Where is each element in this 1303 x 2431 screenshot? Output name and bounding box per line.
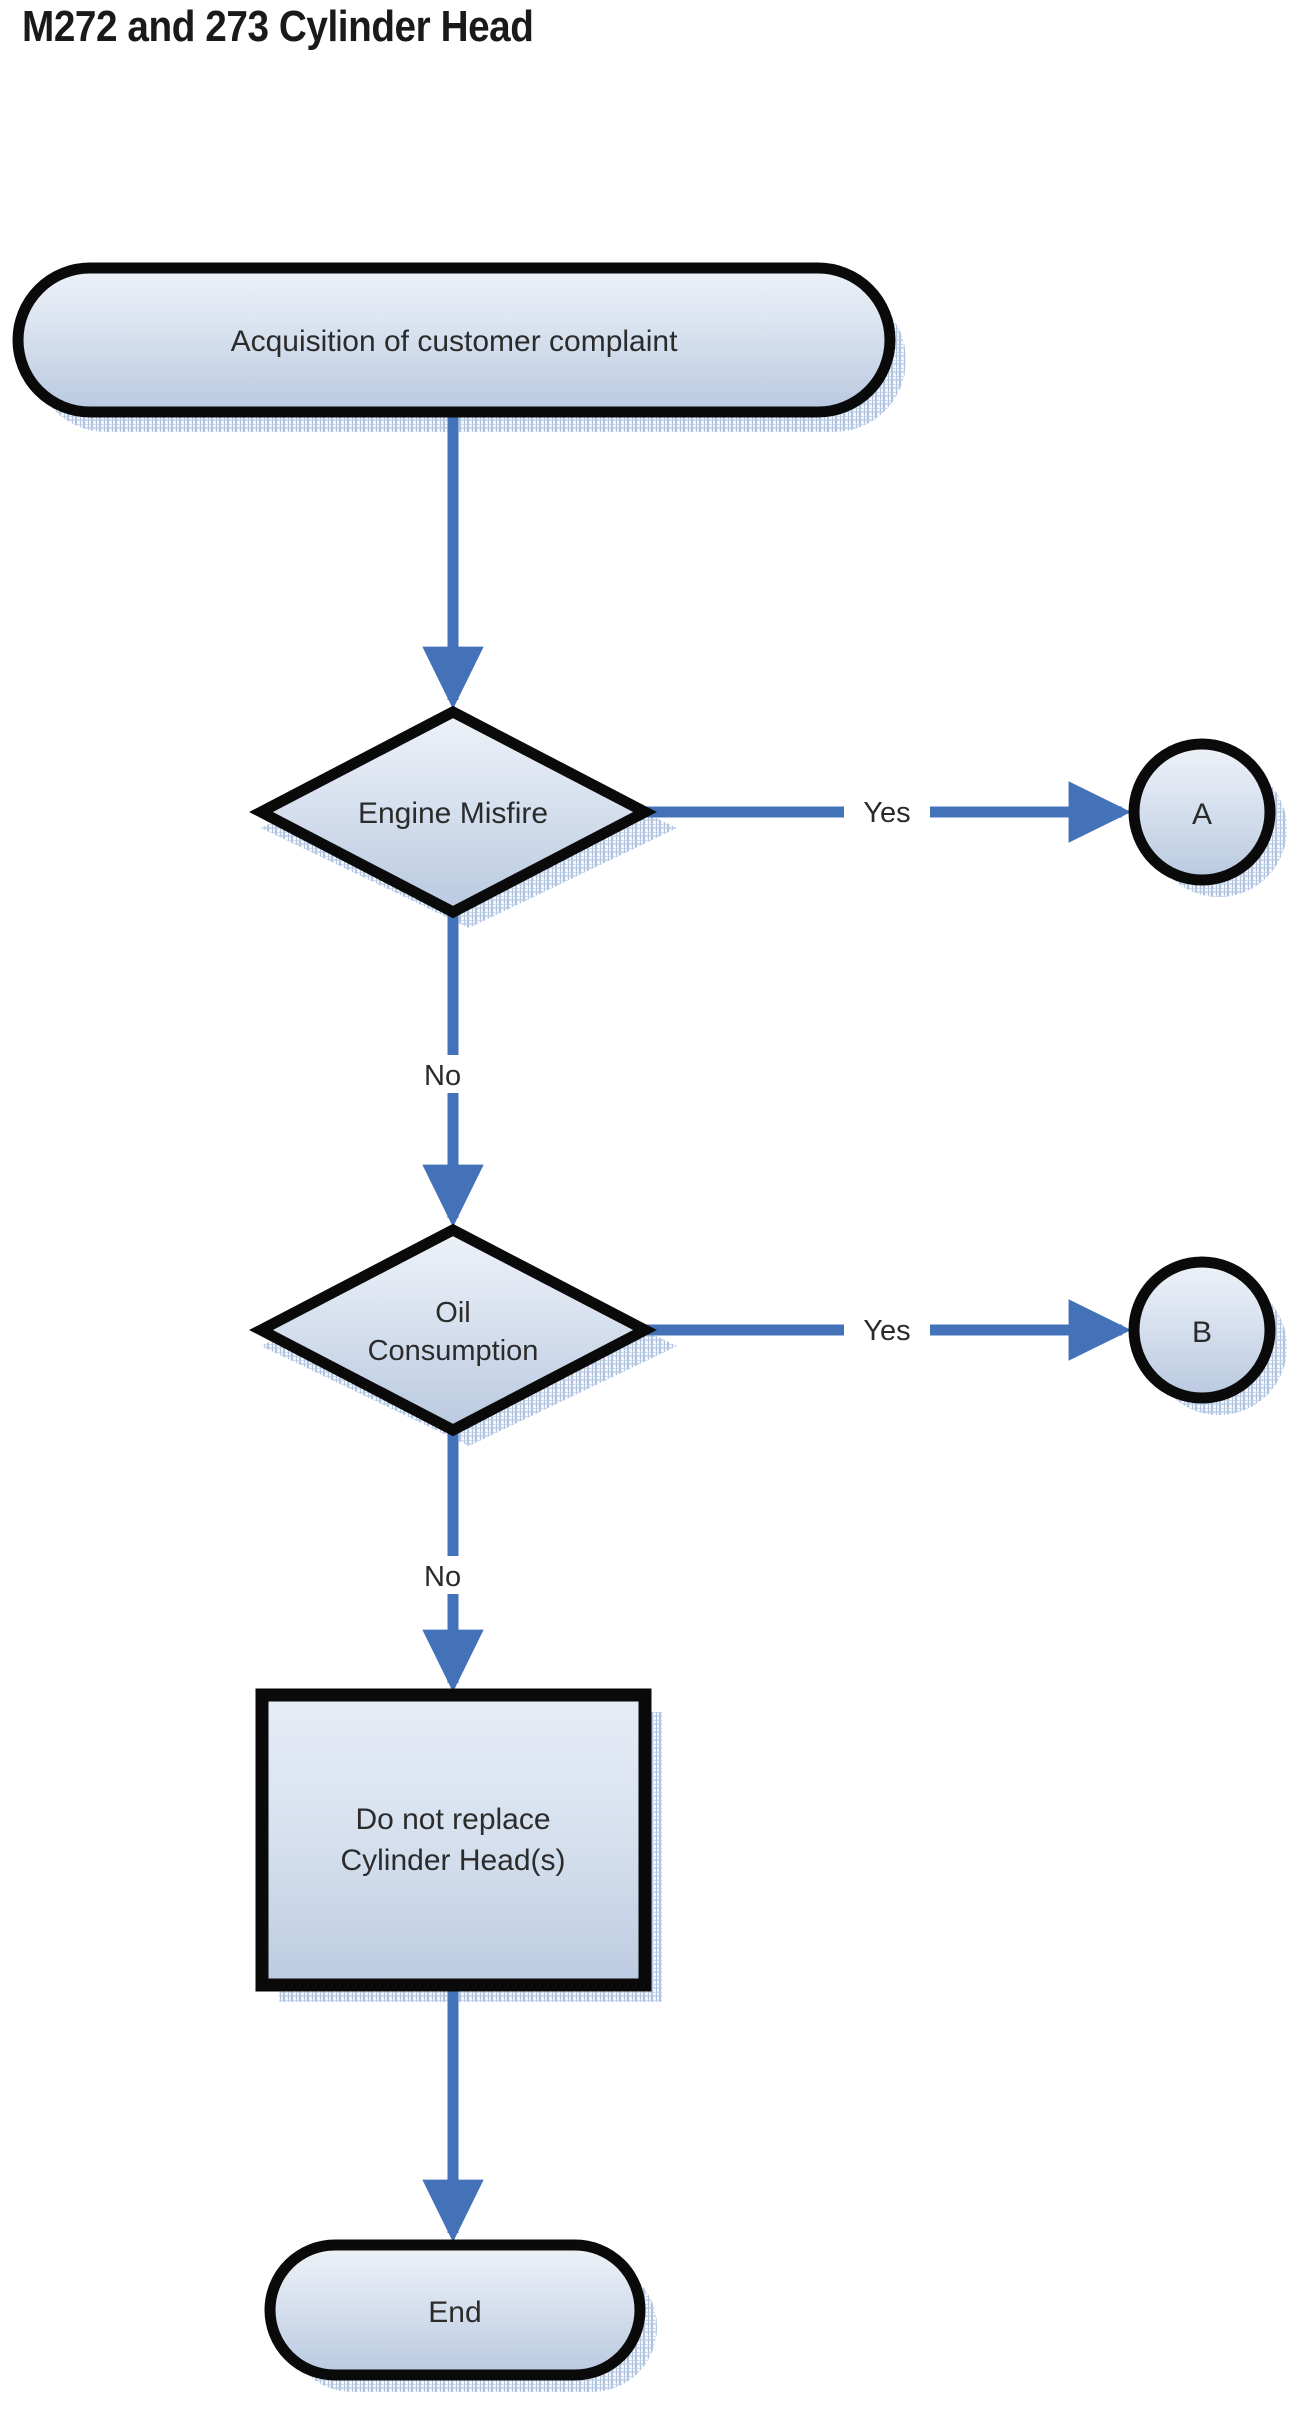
node-connector-b-label: B: [1192, 1316, 1212, 1349]
node-start-label: Acquisition of customer complaint: [231, 325, 679, 358]
edge-label-misfire-no-group: No: [418, 1055, 488, 1093]
node-end-label: End: [428, 2296, 481, 2329]
edge-label-oil-no-group: No: [418, 1556, 488, 1594]
node-decision-oil-consumption-label-line2: Consumption: [368, 1335, 539, 1367]
node-decision-engine-misfire-label: Engine Misfire: [358, 797, 548, 830]
page-title: M272 and 273 Cylinder Head: [22, 2, 534, 51]
node-decision-oil-consumption[interactable]: Oil Consumption: [249, 1223, 657, 1437]
edge-label-oil-yes-group: Yes: [844, 1313, 930, 1347]
node-shadows: [34, 288, 1287, 2392]
node-connector-a[interactable]: A: [1128, 738, 1276, 886]
edge-label-misfire-yes: Yes: [863, 797, 910, 829]
edge-label-oil-yes: Yes: [863, 1315, 910, 1347]
node-connector-b[interactable]: B: [1128, 1256, 1276, 1404]
node-start[interactable]: Acquisition of customer complaint: [12, 262, 896, 418]
node-decision-engine-misfire[interactable]: Engine Misfire: [249, 705, 657, 919]
edge-label-misfire-no: No: [424, 1060, 461, 1092]
node-end[interactable]: End: [264, 2239, 646, 2381]
node-connector-a-label: A: [1192, 798, 1212, 831]
edge-label-misfire-yes-group: Yes: [844, 795, 930, 829]
node-process-do-not-replace[interactable]: Do not replace Cylinder Head(s): [255, 1688, 652, 1992]
node-decision-oil-consumption-label-line1: Oil: [435, 1297, 470, 1329]
edge-label-oil-no: No: [424, 1561, 461, 1593]
node-process-label-line1: Do not replace: [355, 1803, 550, 1836]
node-process-label-line2: Cylinder Head(s): [340, 1844, 565, 1877]
